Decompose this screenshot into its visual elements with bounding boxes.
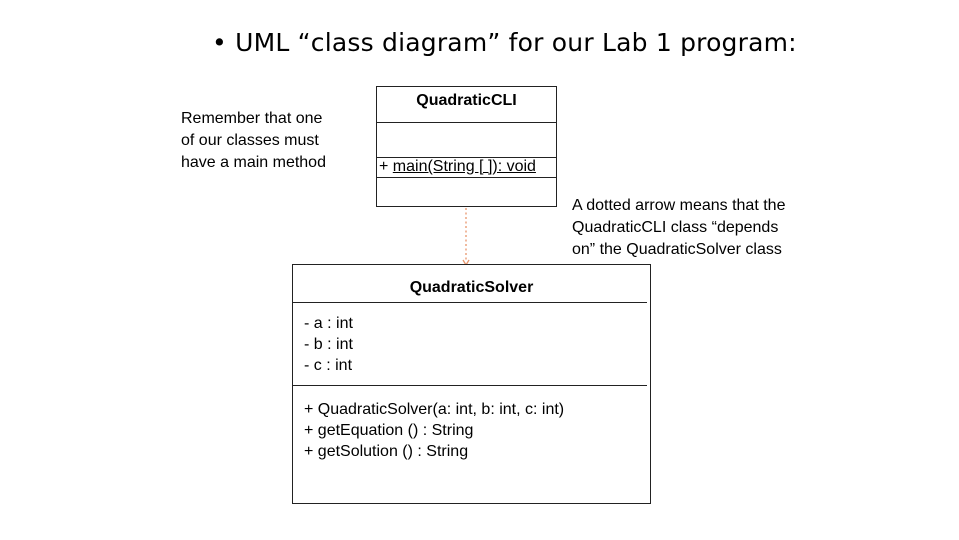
class-divider bbox=[377, 177, 556, 178]
note-line: QuadraticCLI class “depends bbox=[572, 219, 779, 236]
note-line: have a main method bbox=[181, 154, 326, 171]
quadratic-solver-class: QuadraticSolver - a : int - b : int - c … bbox=[292, 264, 651, 504]
class-divider bbox=[377, 157, 556, 158]
bullet-point: • bbox=[212, 28, 227, 57]
class-name: QuadraticSolver bbox=[409, 279, 534, 296]
attribute-list: - a : int - b : int - c : int bbox=[304, 313, 353, 376]
dependency-note: A dotted arrow means that the QuadraticC… bbox=[572, 195, 785, 261]
dependency-arrow bbox=[462, 208, 470, 267]
class-divider bbox=[293, 302, 647, 303]
main-method-note: Remember that one of our classes must ha… bbox=[181, 108, 326, 174]
class-name: QuadraticCLI bbox=[416, 92, 517, 109]
attribute: - b : int bbox=[304, 336, 353, 353]
method-signature: main(String [ ]): void bbox=[392, 158, 536, 175]
note-line: Remember that one bbox=[181, 110, 323, 127]
method: + QuadraticSolver(a: int, b: int, c: int… bbox=[304, 401, 565, 418]
class-divider bbox=[377, 122, 556, 123]
quadratic-cli-class: QuadraticCLI + main(String [ ]): void bbox=[376, 86, 557, 207]
class-divider bbox=[293, 385, 647, 386]
visibility-marker: + bbox=[379, 158, 393, 175]
method: + getSolution () : String bbox=[304, 443, 469, 460]
note-line: A dotted arrow means that the bbox=[572, 197, 786, 214]
attribute: - c : int bbox=[304, 357, 353, 374]
main-method: + main(String [ ]): void bbox=[379, 156, 536, 177]
method-list: + QuadraticSolver(a: int, b: int, c: int… bbox=[304, 399, 564, 462]
note-line: on” the QuadraticSolver class bbox=[572, 241, 782, 258]
slide-title-text: UML “class diagram” for our Lab 1 progra… bbox=[235, 28, 797, 57]
slide-title: • UML “class diagram” for our Lab 1 prog… bbox=[212, 28, 797, 57]
method: + getEquation () : String bbox=[304, 422, 474, 439]
attribute: - a : int bbox=[304, 315, 353, 332]
note-line: of our classes must bbox=[181, 132, 319, 149]
